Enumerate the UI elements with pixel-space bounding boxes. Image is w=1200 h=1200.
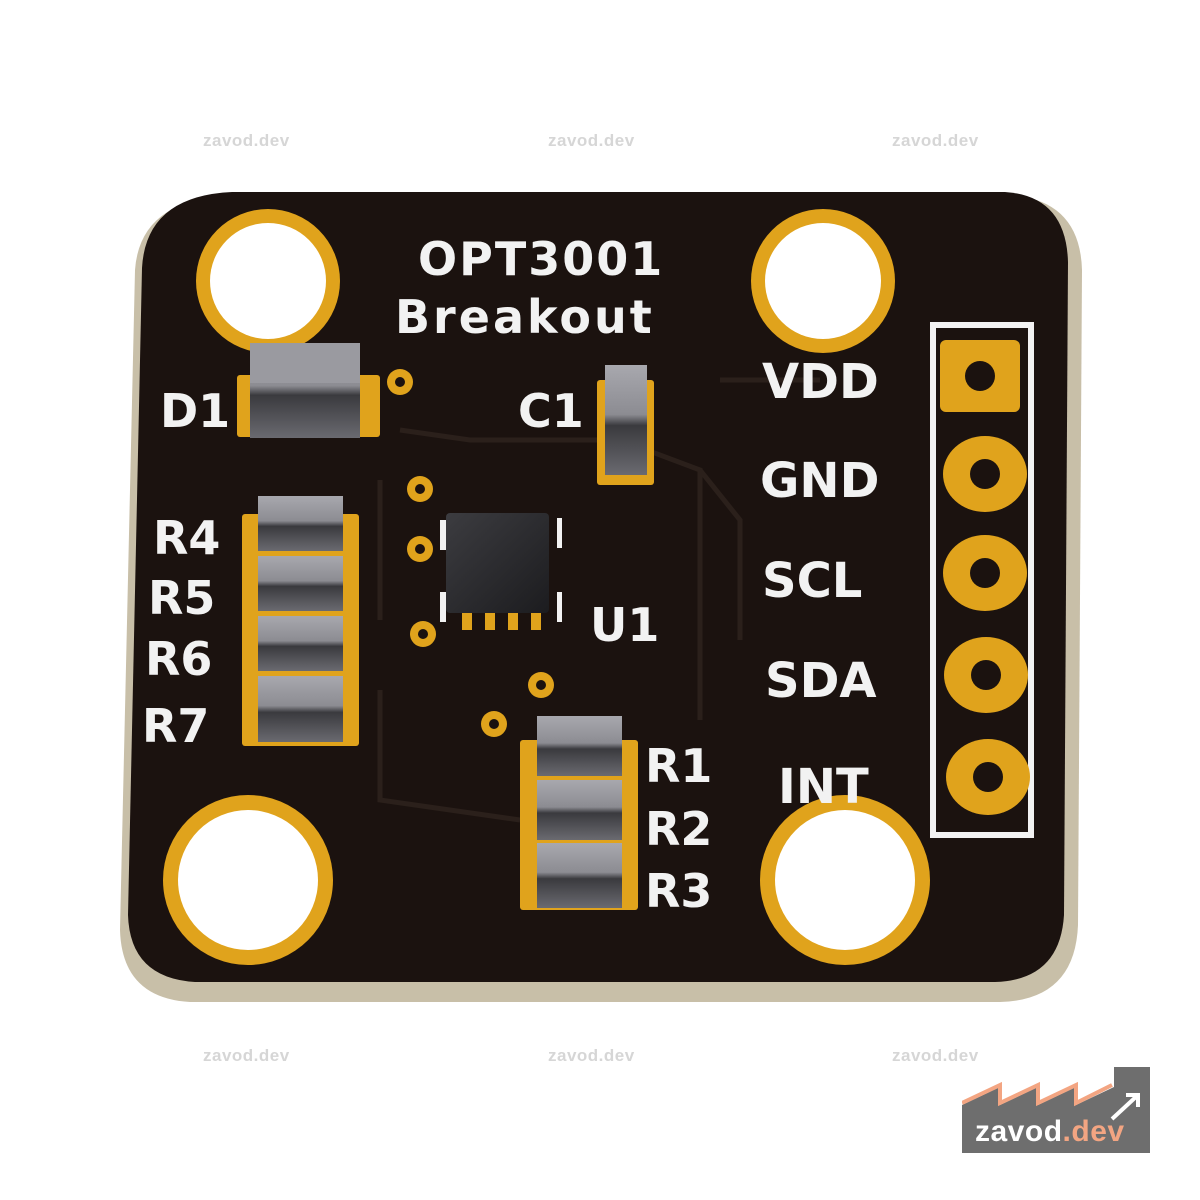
header-pads: [940, 340, 1030, 815]
label-c1: C1: [518, 384, 584, 438]
label-r7: R7: [142, 699, 209, 753]
zavod-logo: [962, 1067, 1150, 1153]
label-d1: D1: [160, 384, 230, 438]
label-r4: R4: [153, 511, 220, 565]
resistor-stack-bottom: [520, 716, 638, 910]
pin-label-scl: SCL: [762, 553, 862, 609]
pin-label-vdd: VDD: [762, 354, 879, 410]
watermark-top-left: zavod.dev: [203, 131, 290, 150]
resistor-stack-left: [242, 496, 359, 746]
pin-label-sda: SDA: [765, 653, 877, 709]
board-title-line1: OPT3001: [418, 232, 664, 286]
watermark-bottom-center: zavod.dev: [548, 1046, 635, 1065]
label-r1: R1: [645, 739, 712, 793]
label-r6: R6: [145, 632, 212, 686]
logo-name: zavod: [975, 1115, 1063, 1148]
watermark-bottom-left: zavod.dev: [203, 1046, 290, 1065]
watermark-top-center: zavod.dev: [548, 131, 635, 150]
board-title-line2: Breakout: [395, 290, 655, 344]
label-u1: U1: [590, 598, 659, 652]
logo-tld: .dev: [1062, 1115, 1125, 1148]
pin-label-int: INT: [778, 759, 869, 815]
led-d1: [237, 343, 380, 438]
watermark-bottom-right: zavod.dev: [892, 1046, 979, 1065]
sensor-ic-u1: [440, 513, 562, 630]
capacitor-c1: [597, 365, 654, 485]
label-r5: R5: [148, 571, 215, 625]
label-r2: R2: [645, 802, 712, 856]
label-r3: R3: [645, 864, 712, 918]
mounting-holes: [163, 209, 930, 965]
pin-label-gnd: GND: [760, 453, 879, 509]
watermark-top-right: zavod.dev: [892, 131, 979, 150]
header-outline: [930, 322, 1034, 838]
logo-wordmark: zavod.dev: [975, 1115, 1125, 1149]
